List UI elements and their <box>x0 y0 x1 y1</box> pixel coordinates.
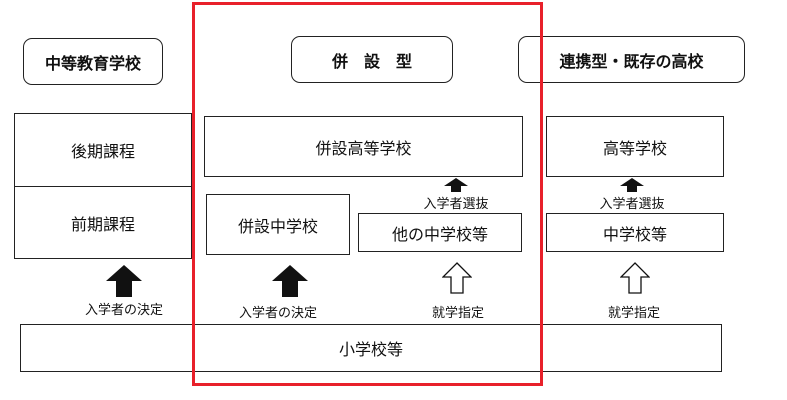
solid-up-arrow-icon <box>106 265 142 297</box>
box-other-middle-schools: 他の中学校等 <box>358 213 522 252</box>
box-early-course: 前期課程 <box>14 186 192 259</box>
box-combined-high-school: 併設高等学校 <box>204 116 523 177</box>
label-school-designation-col2: 就学指定 <box>431 306 484 321</box>
solid-up-arrow-icon <box>272 265 308 297</box>
title-secondary-education-school: 中等教育学校 <box>23 38 163 85</box>
title-combined-type: 併 設 型 <box>291 36 453 83</box>
box-late-course: 後期課程 <box>14 113 192 187</box>
hollow-up-arrow-icon <box>620 262 650 294</box>
small-up-arrow-icon <box>620 178 644 192</box>
hollow-up-arrow-icon <box>442 262 472 294</box>
box-high-school: 高等学校 <box>546 116 724 177</box>
label-admission-decision-col1: 入学者の決定 <box>84 303 163 318</box>
label-admission-decision-col2: 入学者の決定 <box>238 306 317 321</box>
small-up-arrow-icon <box>444 178 468 192</box>
label-entrance-selection-col2: 入学者選抜 <box>423 197 489 212</box>
box-combined-middle-school: 併設中学校 <box>206 194 350 255</box>
box-elementary-schools: 小学校等 <box>20 324 722 372</box>
title-linked-existing-high-school: 連携型・既存の高校 <box>518 36 745 83</box>
label-entrance-selection-col3: 入学者選抜 <box>599 197 665 212</box>
box-middle-schools: 中学校等 <box>546 213 724 252</box>
label-school-designation-col3: 就学指定 <box>607 306 660 321</box>
